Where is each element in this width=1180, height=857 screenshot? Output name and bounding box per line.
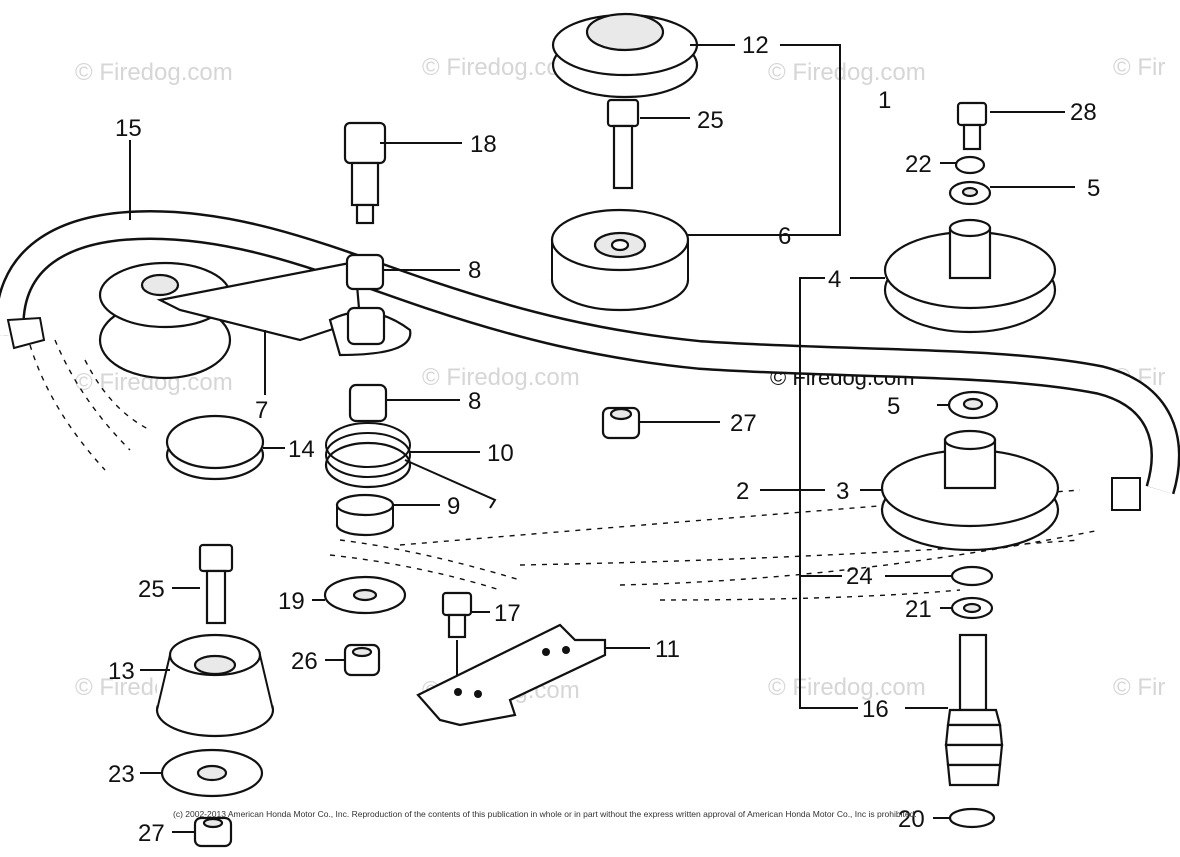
driven-pulley — [883, 218, 1057, 334]
pulley-holder — [155, 633, 275, 738]
bolt-28-stack — [948, 101, 992, 206]
label-24: 24 — [846, 563, 873, 590]
cap — [165, 414, 265, 481]
nut-26 — [343, 643, 381, 677]
nut-middle — [601, 406, 641, 440]
watermark: © Firedog.com — [422, 364, 580, 391]
label-4: 4 — [828, 266, 841, 293]
label-6: 6 — [778, 223, 791, 250]
washers-24-21 — [950, 565, 994, 620]
watermark: © Firedog.com — [768, 59, 926, 86]
drive-pulley — [880, 429, 1060, 552]
label-1: 1 — [878, 87, 891, 114]
label-7: 7 — [255, 397, 268, 424]
label-15: 15 — [115, 115, 142, 142]
collars — [345, 253, 388, 423]
label-27-bottom: 27 — [138, 820, 165, 847]
leader-lines — [129, 44, 1075, 833]
label-14: 14 — [288, 436, 315, 463]
label-10: 10 — [487, 440, 514, 467]
label-27-middle: 27 — [730, 410, 757, 437]
label-2: 2 — [736, 478, 749, 505]
label-8-upper: 8 — [468, 257, 481, 284]
idler-pulley-cover — [551, 12, 699, 99]
label-19: 19 — [278, 588, 305, 615]
label-25-lower: 25 — [138, 576, 165, 603]
label-22: 22 — [905, 151, 932, 178]
label-5-upper: 5 — [1087, 175, 1100, 202]
label-26: 26 — [291, 648, 318, 675]
shaft — [944, 633, 1004, 829]
drive-belt — [0, 209, 1180, 511]
label-3: 3 — [836, 478, 849, 505]
bolt-lower — [198, 543, 234, 625]
part-labels: 12 1 25 6 28 22 5 4 15 18 8 7 8 10 9 14 … — [108, 32, 1100, 847]
label-16: 16 — [862, 696, 889, 723]
label-8-lower: 8 — [468, 388, 481, 415]
bolt-upper — [606, 98, 640, 190]
washer-23 — [160, 748, 264, 798]
copyright-notice: (c) 2002-2013 American Honda Motor Co., … — [173, 809, 917, 819]
label-20: 20 — [898, 806, 925, 833]
tension-spring — [324, 422, 497, 509]
bushing-lower — [947, 390, 999, 420]
label-17: 17 — [494, 600, 521, 627]
watermark: © Firedog.com — [75, 59, 233, 86]
label-12: 12 — [742, 32, 769, 59]
nut-bottom — [193, 816, 233, 848]
label-25-upper: 25 — [697, 107, 724, 134]
label-21: 21 — [905, 596, 932, 623]
watermark: © Fir — [1113, 674, 1165, 701]
watermark: © Firedog.com — [768, 674, 926, 701]
bushing-9 — [335, 493, 395, 537]
blade — [416, 623, 607, 727]
label-5-lower: 5 — [887, 393, 900, 420]
label-9: 9 — [447, 493, 460, 520]
washer-19 — [323, 575, 407, 615]
watermark: © Fir — [1113, 54, 1165, 81]
tension-arm — [98, 260, 412, 380]
shoulder-bolt — [343, 121, 387, 225]
label-18: 18 — [470, 131, 497, 158]
label-28: 28 — [1070, 99, 1097, 126]
idler-pulley — [550, 208, 690, 312]
label-11: 11 — [655, 636, 680, 663]
label-13: 13 — [108, 658, 135, 685]
label-23: 23 — [108, 761, 135, 788]
